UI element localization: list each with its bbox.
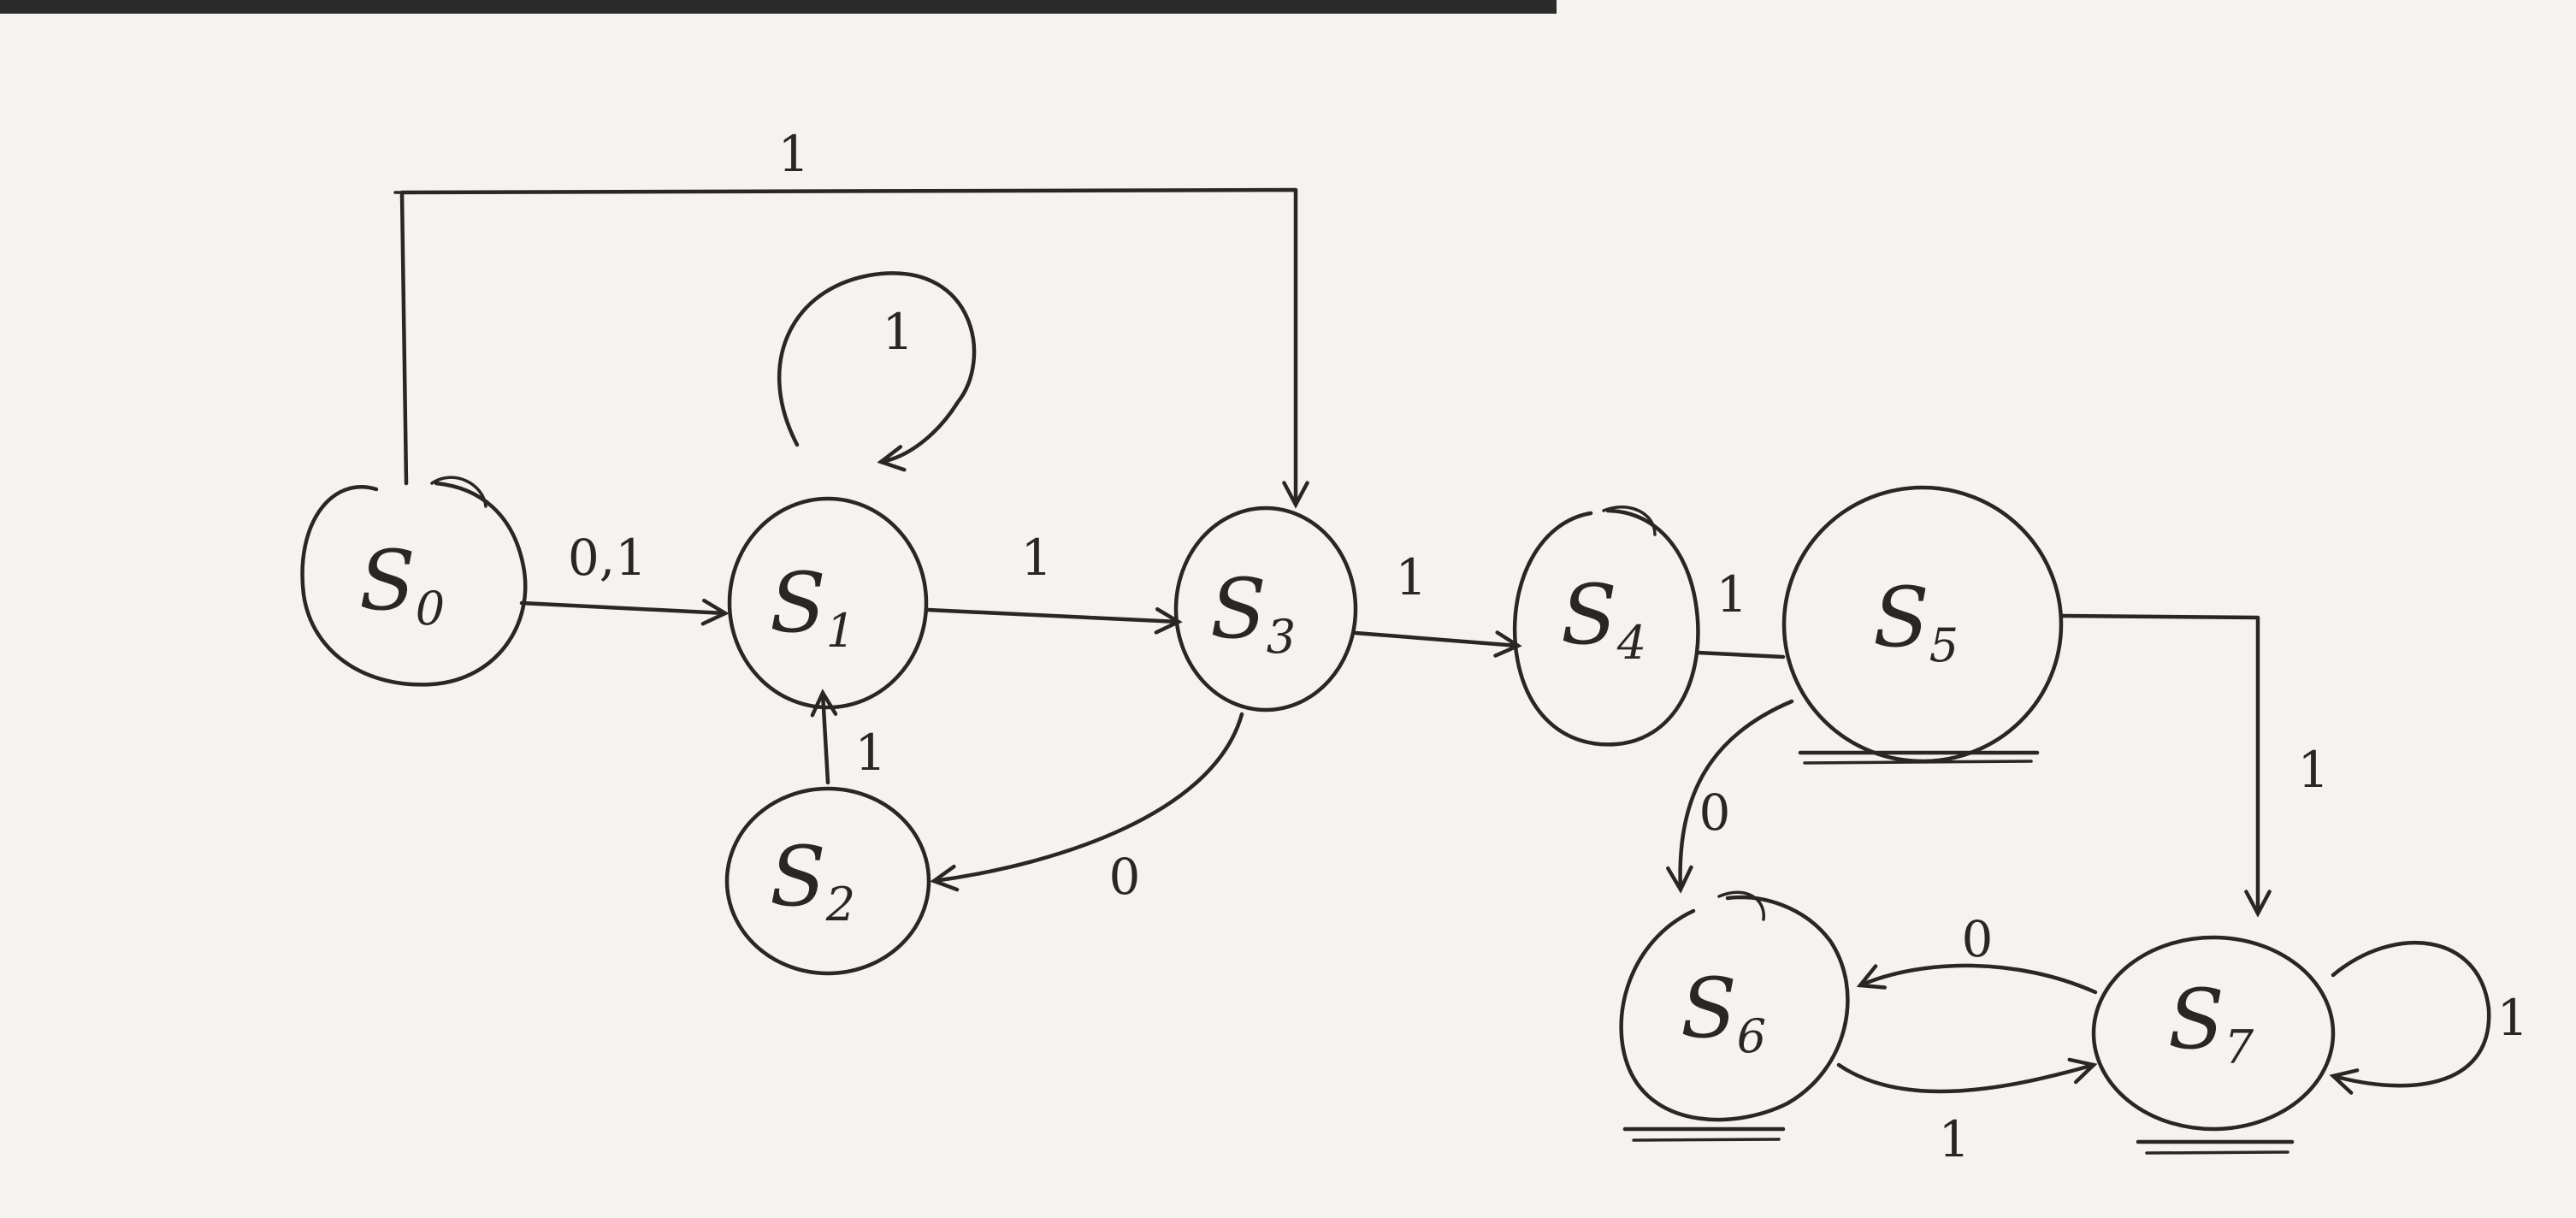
edge-s6-s7 — [1836, 1057, 2098, 1094]
state-s7[interactable]: S7 — [2091, 935, 2336, 1155]
edge-label-s7-self: 1 — [2497, 989, 2529, 1047]
svg-text:S6: S6 — [1681, 961, 1766, 1063]
svg-text:S5: S5 — [1873, 570, 1959, 672]
state-label-s1: S — [770, 555, 826, 651]
state-sub-s5: 5 — [1929, 618, 1959, 672]
state-sub-s4: 4 — [1616, 616, 1646, 670]
edge-label-s0-s3: 1 — [778, 125, 810, 183]
state-sub-s7: 7 — [2224, 1020, 2254, 1074]
edge-s4-s5 — [1695, 650, 1786, 659]
state-s6[interactable]: S6 — [1619, 890, 1850, 1142]
svg-text:S1: S1 — [770, 555, 855, 658]
edge-label-s5-s6: 0 — [1699, 783, 1731, 842]
state-sub-s2: 2 — [825, 878, 855, 931]
edge-label-s0-s1: 0,1 — [568, 529, 647, 587]
edge-s1-self — [777, 271, 977, 472]
state-label-s4: S — [1561, 567, 1617, 663]
state-s1: S1 — [727, 496, 929, 710]
state-label-s2: S — [770, 829, 826, 925]
edge-label-s1-s3: 1 — [1021, 529, 1053, 587]
edge-s0-s1 — [519, 598, 730, 626]
svg-text:S4: S4 — [1561, 567, 1646, 670]
edge-label-s6-s7: 1 — [1939, 1110, 1970, 1168]
edge-s3-s2 — [930, 712, 1244, 892]
state-label-s0: S — [359, 533, 416, 629]
svg-text:S0: S0 — [359, 533, 445, 636]
edge-label-s5-s7: 1 — [2298, 741, 2330, 799]
state-s5[interactable]: S5 — [1781, 485, 2064, 765]
edge-label-s1-self: 1 — [883, 303, 914, 361]
edge-s7-s6 — [1856, 963, 2098, 995]
edge-s3-s4 — [1353, 630, 1522, 658]
edge-label-s3-s4: 1 — [1396, 548, 1427, 606]
svg-text:S2: S2 — [770, 829, 855, 931]
state-sub-s3: 3 — [1267, 610, 1296, 664]
edge-s5-s6 — [1666, 699, 1794, 894]
svg-text:S3: S3 — [1210, 561, 1296, 664]
state-s0: S0 — [300, 476, 528, 687]
state-sub-s0: 0 — [416, 582, 445, 636]
edge-label-s4-s5: 1 — [1716, 565, 1748, 624]
svg-text:S7: S7 — [2168, 972, 2254, 1074]
edge-label-s2-s1: 1 — [855, 724, 887, 782]
state-sub-s1: 1 — [826, 604, 855, 658]
state-sub-s6: 6 — [1737, 1009, 1766, 1063]
state-s4: S4 — [1512, 506, 1700, 747]
state-s3: S3 — [1173, 506, 1358, 712]
edge-s7-self — [2329, 940, 2491, 1095]
top-edge-shadow — [0, 0, 1557, 14]
edge-s5-s7 — [2059, 613, 2272, 918]
state-label-s5: S — [1873, 570, 1929, 665]
state-label-s7: S — [2168, 972, 2224, 1067]
state-label-s6: S — [1681, 961, 1737, 1056]
edge-label-s3-s2: 0 — [1109, 848, 1141, 906]
state-label-s3: S — [1210, 561, 1267, 657]
edge-label-s7-s6: 0 — [1962, 910, 1994, 968]
state-s2: S2 — [724, 786, 931, 976]
edge-s1-s3 — [925, 606, 1183, 635]
edge-s0-s3 — [393, 187, 1309, 509]
